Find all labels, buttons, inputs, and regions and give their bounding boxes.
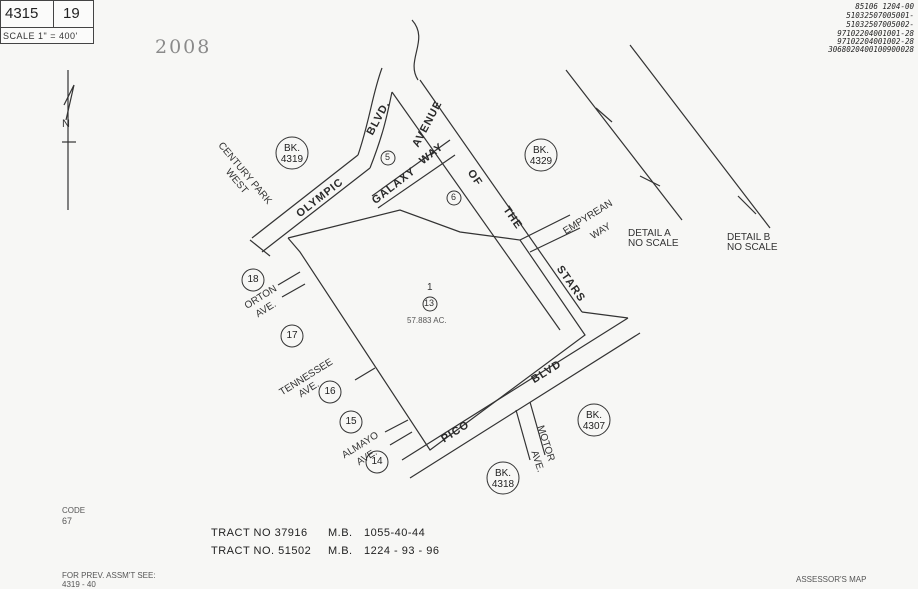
parcel-5-circle	[380, 150, 396, 166]
map-header-box: 4315 19 SCALE 1" = 400'	[0, 0, 94, 44]
avenue-of-stars-west	[391, 91, 561, 331]
lot-17-circle	[280, 324, 304, 348]
book-ref-4307: BK. 4307	[578, 410, 610, 432]
tract-2-mb: M.B.	[328, 545, 353, 557]
map-year: 2008	[155, 36, 212, 58]
assessor-map-label: ASSESSOR'S MAP	[796, 575, 867, 584]
book-ref-4319-num: 4319	[280, 154, 304, 165]
tract-2-name: TRACT NO. 51502	[211, 545, 312, 557]
tract-1-mb: M.B.	[328, 527, 353, 539]
parcel-main-number: 1	[427, 282, 433, 293]
olympic-curve-b	[369, 91, 393, 169]
book-ref-4329-bk: BK.	[532, 145, 550, 156]
prev-assessment-label: FOR PREV. ASSM'T SEE:	[62, 571, 156, 580]
pico-blvd-south	[409, 332, 641, 479]
apn-line-4: 97102204001001-28	[837, 29, 914, 38]
lot-15: 15	[345, 416, 357, 427]
prev-assessment-ref: 4319 - 40	[62, 580, 96, 589]
parcel-13-circle	[422, 296, 438, 312]
book-ref-4318: BK. 4318	[487, 468, 519, 490]
book-ref-4329: BK. 4329	[525, 145, 557, 167]
apn-line-6: 3068020400100900028	[828, 45, 914, 54]
avenue-of-stars-east	[419, 79, 583, 313]
tennessee-ave	[354, 367, 376, 381]
detail-b-tick	[737, 195, 757, 215]
tract-2-ref: 1224 - 93 - 96	[364, 545, 440, 557]
orton-ave-a	[277, 271, 301, 286]
header-divider	[53, 1, 54, 27]
detail-a-line	[565, 69, 683, 221]
almayo-ave-b	[389, 431, 413, 446]
olympic-blvd-line-south	[251, 154, 359, 239]
detail-a-scale: NO SCALE	[628, 238, 679, 249]
parcel-6-circle	[446, 190, 462, 206]
detail-b-title: DETAIL B	[727, 232, 771, 243]
header-hline	[1, 27, 93, 28]
lot-16: 16	[324, 386, 336, 397]
lot-15-circle	[339, 410, 363, 434]
galaxy-way-south	[377, 154, 456, 209]
bk4329-circle	[524, 138, 558, 172]
tract-1-name: TRACT NO 37916	[211, 527, 308, 539]
code-value: 67	[62, 516, 73, 526]
parcel-5-number: 5	[385, 152, 391, 162]
bk4319-circle	[275, 136, 309, 170]
apn-line-5: 97102204001002-28	[837, 37, 914, 46]
parcel-13-number: 13	[424, 298, 435, 308]
page-number: 19	[63, 5, 80, 22]
apn-line-1: 85106 1204-00	[855, 2, 914, 11]
olympic-blvd-line-north	[261, 167, 371, 253]
book-number: 4315	[5, 5, 39, 22]
map-scale: SCALE 1" = 400'	[3, 31, 78, 41]
avenue-north-curve	[411, 19, 420, 81]
detail-a-tick	[595, 107, 613, 123]
bk4307-circle	[577, 403, 611, 437]
lot-18-circle	[241, 268, 265, 292]
lot-16-circle	[318, 380, 342, 404]
orton-ave-b	[281, 283, 306, 298]
apn-line-2: 51032507005001-	[846, 11, 914, 20]
galaxy-way-north	[371, 139, 451, 197]
book-ref-4307-num: 4307	[582, 421, 606, 432]
book-ref-4307-bk: BK.	[585, 410, 603, 421]
century-park-end	[249, 239, 271, 257]
apn-line-3: 51032507005002-	[846, 20, 914, 29]
tract-1-ref: 1055-40-44	[364, 527, 426, 539]
empyrean-way-b	[529, 227, 581, 253]
book-ref-4318-bk: BK.	[494, 468, 512, 479]
detail-a-title: DETAIL A	[628, 228, 671, 239]
lot-17: 17	[286, 330, 298, 341]
book-ref-4319-bk: BK.	[283, 143, 301, 154]
north-label: N	[62, 118, 70, 130]
book-ref-4318-num: 4318	[491, 479, 515, 490]
parcel-6-number: 6	[451, 192, 457, 202]
book-ref-4329-num: 4329	[529, 156, 553, 167]
main-parcel-boundary	[287, 209, 586, 451]
motor-ave-a	[515, 409, 531, 461]
detail-b-scale: NO SCALE	[727, 242, 778, 253]
stars-pico-corner	[581, 311, 629, 319]
detail-b-line	[629, 44, 771, 229]
bk4318-circle	[486, 461, 520, 495]
almayo-ave-a	[384, 419, 409, 433]
book-ref-4319: BK. 4319	[276, 143, 308, 165]
motor-ave-b	[529, 401, 546, 456]
lot-14: 14	[371, 456, 383, 467]
code-label: CODE	[62, 506, 86, 515]
olympic-curve-a	[357, 67, 383, 156]
lot-18: 18	[247, 274, 259, 285]
detail-a-tick-2	[639, 175, 661, 187]
lot-14-circle	[365, 450, 389, 474]
parcel-area: 57.883 AC.	[407, 316, 447, 325]
north-arrow-head	[63, 84, 75, 121]
pico-blvd-north	[401, 317, 629, 461]
empyrean-way-a	[519, 214, 571, 241]
